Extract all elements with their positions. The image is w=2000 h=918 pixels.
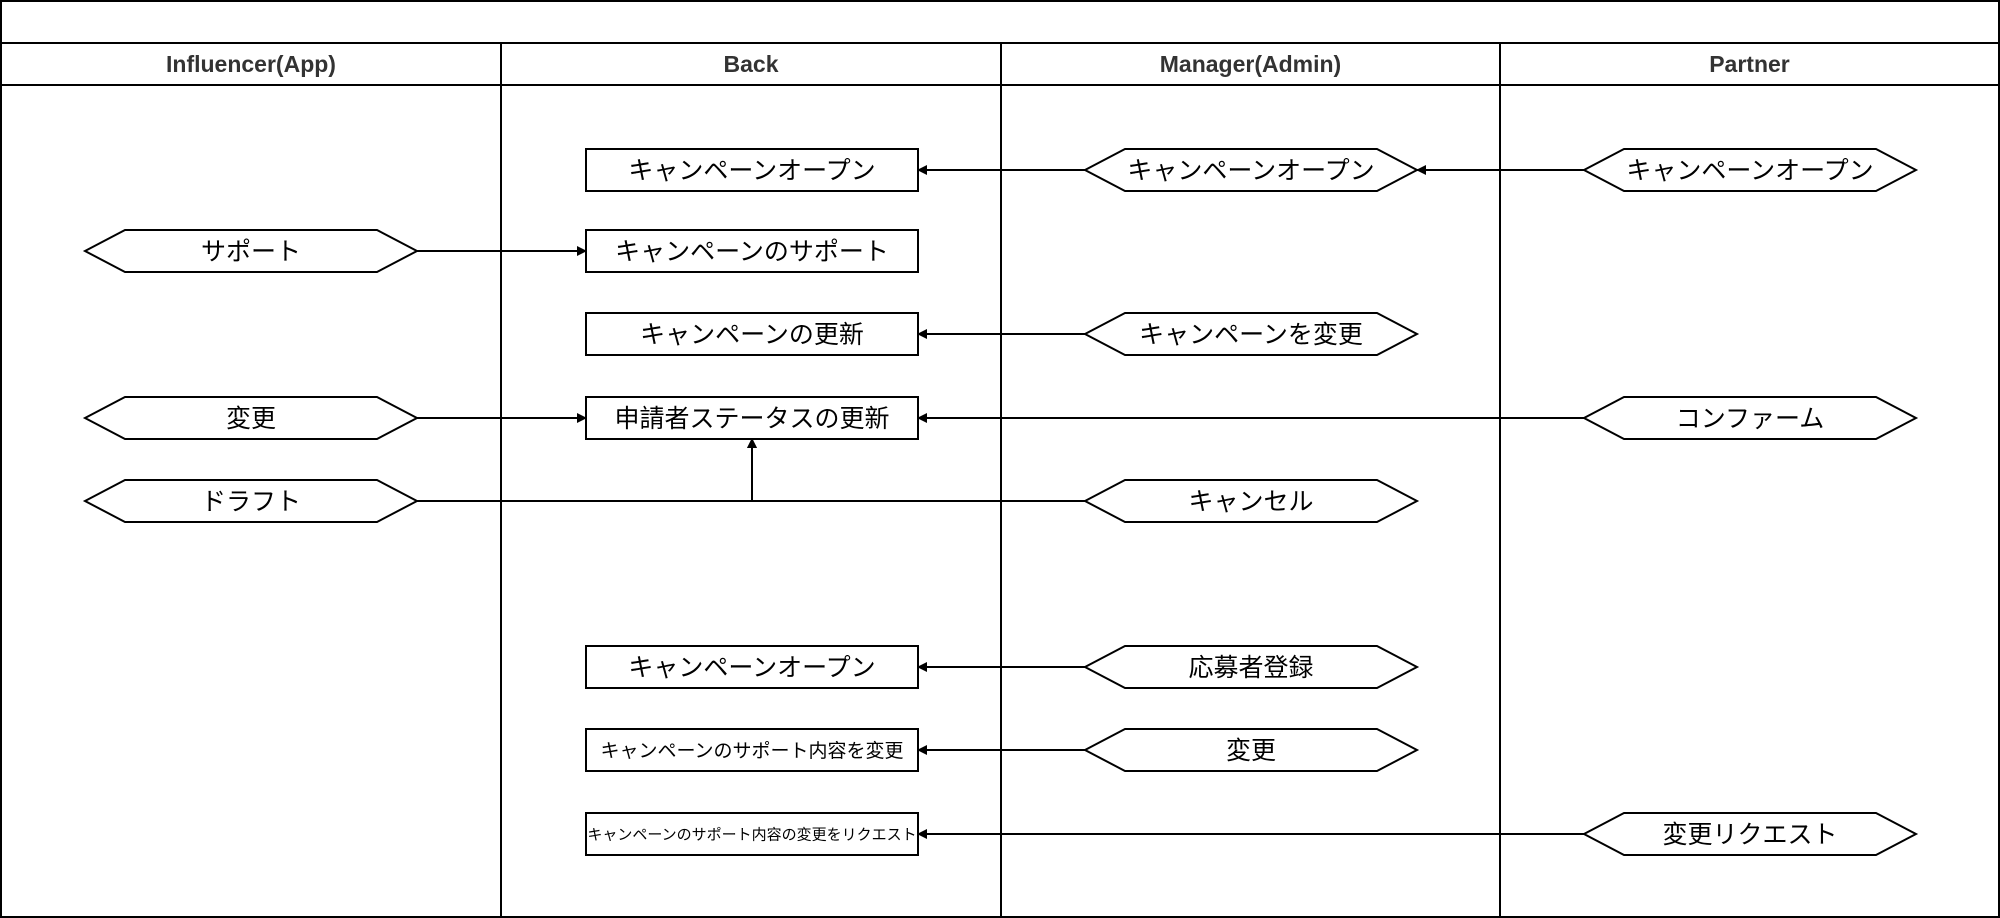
event-hexagon-m1: キャンペーンオープン [1082,148,1420,192]
event-hexagon-m4: 応募者登録 [1082,645,1420,689]
event-hexagon-i2: 変更 [82,396,420,440]
event-hexagon-p2: コンファーム [1581,396,1919,440]
node-label: キャンペーンのサポート内容を変更 [600,740,903,762]
process-box-shape [585,396,919,440]
hexagon-shape [1082,148,1420,192]
process-box-shape [585,645,919,689]
process-box-b6: キャンペーンのサポート内容を変更 [585,728,919,772]
hexagon-shape [1581,396,1919,440]
node-label: キャンペーンオープン [628,156,875,185]
event-hexagon-m5: 変更 [1082,728,1420,772]
connector-m3-to-b4 [747,438,1085,502]
hexagon-shape [1082,645,1420,689]
hexagon-shape [1581,148,1919,192]
node-label: キャンペーンの更新 [640,320,864,349]
hexagon-shape [82,229,420,273]
process-box-shape [585,229,919,273]
node-label: 申請者ステータスの更新 [614,404,889,433]
event-hexagon-i1: サポート [82,229,420,273]
node-label: サポート [201,237,301,266]
node-label: キャンペーンのサポート内容の変更をリクエスト [587,825,916,843]
process-box-b4: 申請者ステータスの更新 [585,396,919,440]
node-label: 変更 [1226,736,1276,765]
event-hexagon-i3: ドラフト [82,479,420,523]
process-box-shape [585,312,919,356]
hexagon-shape [82,479,420,523]
node-label: 応募者登録 [1188,653,1313,682]
hexagon-shape [1581,812,1919,856]
hexagon-shape [82,396,420,440]
event-hexagon-p1: キャンペーンオープン [1581,148,1919,192]
node-label: キャンセル [1188,487,1313,516]
event-hexagon-m3: キャンセル [1082,479,1420,523]
node-label: キャンペーンのサポート [615,237,889,266]
hexagon-shape [1082,728,1420,772]
process-box-b2: キャンペーンのサポート [585,229,919,273]
process-box-shape [585,812,919,856]
node-label: キャンペーンオープン [1626,156,1873,185]
node-label: キャンペーンオープン [628,653,875,682]
node-label: 変更 [226,404,276,433]
process-box-shape [585,728,919,772]
lane-title-influencer: Influencer(App) [166,51,336,77]
node-label: コンファーム [1676,404,1825,433]
event-hexagon-p3: 変更リクエスト [1581,812,1919,856]
process-box-b7: キャンペーンのサポート内容の変更をリクエスト [585,812,919,856]
node-label: キャンペーンを変更 [1139,320,1363,349]
lane-title-partner: Partner [1709,51,1790,77]
hexagon-shape [1082,312,1420,356]
process-box-shape [585,148,919,192]
process-box-b5: キャンペーンオープン [585,645,919,689]
lane-title-back: Back [724,51,779,77]
process-box-b1: キャンペーンオープン [585,148,919,192]
node-label: 変更リクエスト [1662,820,1837,849]
process-box-b3: キャンペーンの更新 [585,312,919,356]
node-label: キャンペーンオープン [1127,156,1374,185]
event-hexagon-m2: キャンペーンを変更 [1082,312,1420,356]
hexagon-shape [1082,479,1420,523]
lane-title-manager: Manager(Admin) [1160,51,1341,77]
node-label: ドラフト [201,487,301,516]
